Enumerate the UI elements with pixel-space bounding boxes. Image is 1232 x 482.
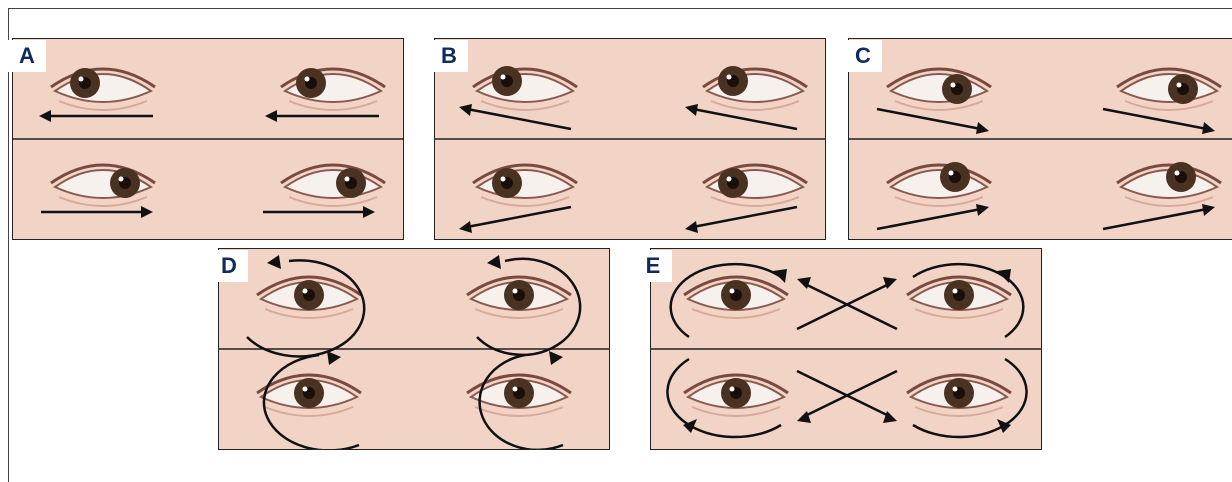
eye [51, 68, 155, 110]
panel-label-a: A [8, 40, 46, 72]
arrow [39, 110, 153, 122]
arrow [263, 206, 375, 218]
eye [467, 375, 571, 416]
arrow [459, 207, 571, 233]
eye [703, 66, 807, 110]
eye [281, 68, 385, 110]
eye [257, 277, 361, 318]
arrow [41, 206, 153, 218]
panel-c [848, 38, 1232, 240]
arrow [685, 207, 797, 233]
arrow [1103, 109, 1215, 134]
eye [907, 277, 1011, 318]
eye [887, 162, 991, 206]
arrow [877, 109, 989, 134]
eye [51, 165, 155, 206]
panel-b-illustration [435, 39, 826, 240]
eye [887, 69, 991, 110]
eye [907, 375, 1011, 416]
panel-label-b: B [430, 40, 468, 72]
panel-label-c: C [844, 40, 882, 72]
eye [1117, 69, 1221, 110]
eye [257, 375, 361, 416]
arrow [877, 204, 989, 229]
panel-label-e: E [634, 250, 672, 282]
panel-d-illustration [219, 249, 610, 450]
panel-a-illustration [13, 39, 404, 240]
eye [281, 165, 385, 206]
eye [1117, 162, 1221, 206]
eye [684, 277, 788, 318]
panel-a [12, 38, 404, 240]
panel-e-illustration [651, 249, 1042, 450]
eye [703, 165, 807, 206]
arrow [1103, 204, 1215, 229]
panel-c-illustration [849, 39, 1232, 240]
panel-d [218, 248, 610, 450]
eye [684, 375, 788, 416]
panel-label-d: D [210, 250, 248, 282]
arrow [265, 110, 379, 122]
eye [467, 277, 571, 318]
panel-b [434, 38, 826, 240]
eye [473, 165, 577, 206]
eye [473, 66, 577, 110]
arrow [459, 104, 571, 129]
panel-e [650, 248, 1042, 450]
